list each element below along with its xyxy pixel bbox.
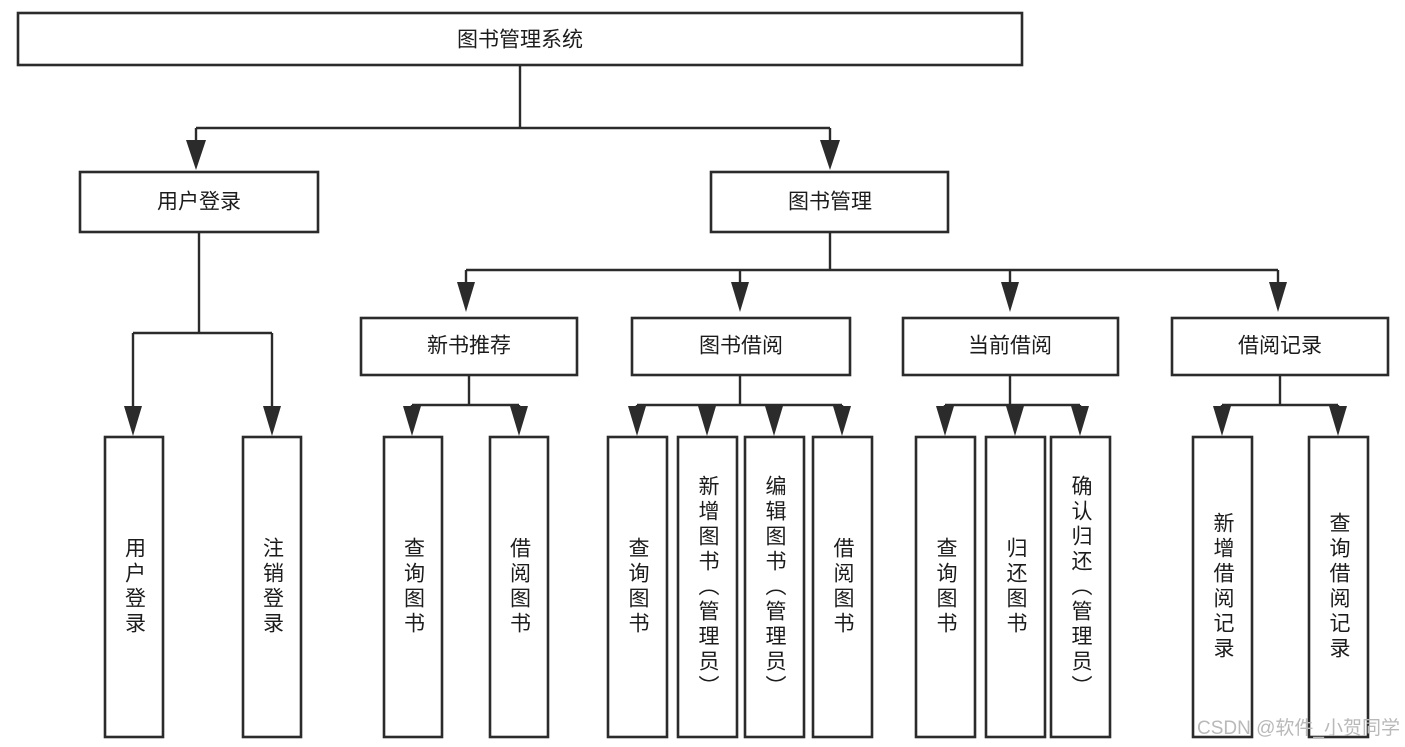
leaf-edit-book-box[interactable] <box>743 435 806 739</box>
node-root-box[interactable] <box>16 11 1024 67</box>
leaf-node-borrow-book-2[interactable] <box>811 435 874 739</box>
connector-group-new-book-recommend <box>403 375 528 436</box>
arrow-head-leaf-edit-book <box>765 406 783 436</box>
node-borrow-record-label: 借阅记录 <box>1238 335 1322 358</box>
arrow-head-leaf-user-login <box>124 406 142 436</box>
leaf-borrow-book-2-box[interactable] <box>811 435 874 739</box>
leaf-query-book-2-box[interactable] <box>606 435 669 739</box>
arrow-head-leaf-confirm-return <box>1071 406 1089 436</box>
node-current-borrow-box[interactable] <box>901 316 1120 377</box>
leaf-return-book-box[interactable] <box>984 435 1047 739</box>
connector-group-book-manage <box>457 232 1287 312</box>
node-book-borrow-box[interactable] <box>630 316 852 377</box>
node-user-login[interactable]: 用户登录 <box>78 170 320 234</box>
arrow-head-leaf-add-record <box>1213 406 1231 436</box>
leaf-add-record-box[interactable] <box>1191 435 1254 739</box>
node-root-label: 图书管理系统 <box>457 29 583 52</box>
node-user-login-label: 用户登录 <box>157 191 241 214</box>
node-book-manage-box[interactable] <box>709 170 950 234</box>
node-current-borrow[interactable]: 当前借阅 <box>901 316 1120 377</box>
arrow-head-leaf-query-record <box>1329 406 1347 436</box>
leaf-node-query-book-1[interactable] <box>382 435 444 739</box>
arrow-head-leaf-borrow-book-2 <box>833 406 851 436</box>
connector-group-book-borrow <box>628 375 851 436</box>
connector-group-borrow-record <box>1213 375 1347 436</box>
leaf-node-edit-book[interactable] <box>743 435 806 739</box>
arrow-head-book-manage <box>820 140 840 170</box>
leaf-confirm-return-box[interactable] <box>1049 435 1112 739</box>
leaf-query-book-1-box[interactable] <box>382 435 444 739</box>
node-book-borrow[interactable]: 图书借阅 <box>630 316 852 377</box>
csdn-watermark: CSDN @软件_小贺同学 <box>1197 717 1400 739</box>
arrow-head-book-borrow <box>731 282 749 312</box>
connector-group-root <box>186 65 840 170</box>
arrow-head-leaf-query-book-1 <box>403 406 421 436</box>
node-book-manage-label: 图书管理 <box>788 191 872 214</box>
leaf-node-user-login[interactable] <box>103 435 165 739</box>
node-current-borrow-label: 当前借阅 <box>968 335 1052 358</box>
leaf-node-return-book[interactable] <box>984 435 1047 739</box>
arrow-head-leaf-borrow-book-1 <box>510 406 528 436</box>
leaf-node-add-book[interactable] <box>676 435 739 739</box>
node-user-login-box[interactable] <box>78 170 320 234</box>
leaf-node-borrow-book-1[interactable] <box>488 435 550 739</box>
arrow-head-leaf-logout-login <box>263 406 281 436</box>
arrow-head-new-book-recommend <box>457 282 475 312</box>
leaf-query-record-box[interactable] <box>1307 435 1370 739</box>
node-new-book-recommend-label: 新书推荐 <box>427 335 511 358</box>
arrow-head-leaf-return-book <box>1006 406 1024 436</box>
leaf-node-query-book-3[interactable] <box>914 435 977 739</box>
connector-group-user-login <box>124 232 281 436</box>
arrow-head-borrow-record <box>1269 282 1287 312</box>
leaf-node-logout-login[interactable] <box>241 435 303 739</box>
connector-group-current-borrow <box>936 375 1089 436</box>
leaf-node-query-book-2[interactable] <box>606 435 669 739</box>
arrow-head-leaf-add-book <box>698 406 716 436</box>
arrow-head-leaf-query-book-3 <box>936 406 954 436</box>
arrow-head-leaf-query-book-2 <box>628 406 646 436</box>
leaf-node-confirm-return[interactable] <box>1049 435 1112 739</box>
arrow-head-user-login <box>186 140 206 170</box>
node-new-book-recommend[interactable]: 新书推荐 <box>359 316 579 377</box>
node-book-borrow-label: 图书借阅 <box>699 335 783 358</box>
node-new-book-recommend-box[interactable] <box>359 316 579 377</box>
node-borrow-record[interactable]: 借阅记录 <box>1170 316 1390 377</box>
node-book-manage[interactable]: 图书管理 <box>709 170 950 234</box>
arrow-head-current-borrow <box>1001 282 1019 312</box>
leaf-node-query-record[interactable] <box>1307 435 1370 739</box>
node-borrow-record-box[interactable] <box>1170 316 1390 377</box>
leaf-borrow-book-1-box[interactable] <box>488 435 550 739</box>
leaf-add-book-box[interactable] <box>676 435 739 739</box>
node-root[interactable]: 图书管理系统 <box>16 11 1024 67</box>
leaf-logout-login-box[interactable] <box>241 435 303 739</box>
leaf-query-book-3-box[interactable] <box>914 435 977 739</box>
leaf-user-login-box[interactable] <box>103 435 165 739</box>
leaf-node-add-record[interactable] <box>1191 435 1254 739</box>
